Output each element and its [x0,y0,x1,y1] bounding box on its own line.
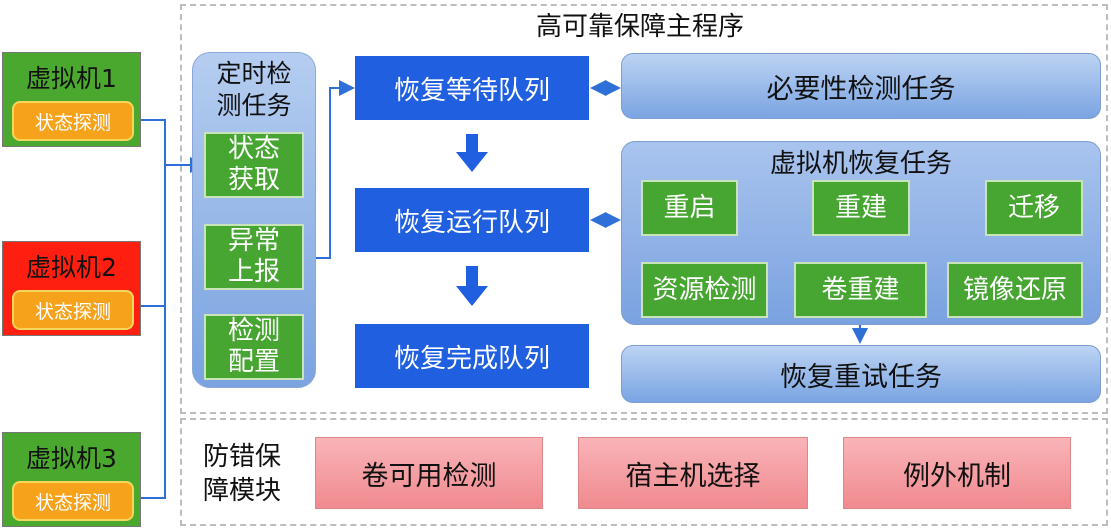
box-line: 异常 [227,226,280,256]
recovery-running-queue: 恢复运行队列 [355,188,589,252]
recovery-waiting-queue: 恢复等待队列 [355,56,589,120]
host-selection: 宿主机选择 [578,437,808,509]
rebuild-step: 重建 [812,180,910,236]
guard-title-line: 障模块 [202,476,281,506]
guard-module-frame [180,418,1108,526]
volume-availability-check: 卷可用检测 [315,437,543,509]
detection-config-box: 检测 配置 [204,314,304,380]
restart-step: 重启 [641,180,738,236]
main-program-title: 高可靠保障主程序 [535,11,744,42]
box-line: 上报 [227,257,280,287]
vm-recovery-task-title: 虚拟机恢复任务 [769,149,952,179]
box-line: 检测 [227,316,280,346]
vm-3: 虚拟机3 状态探测 [2,432,141,527]
timer-title-line: 定时检 [216,59,292,88]
status-fetch-box: 状态 获取 [204,132,304,198]
box-line: 配置 [227,347,280,377]
box-line: 获取 [227,165,280,195]
vm-title: 虚拟机1 [26,64,117,93]
down-arrow-icon [456,266,488,306]
recovery-complete-queue: 恢复完成队列 [355,324,589,388]
timer-detection-title: 定时检 测任务 [196,58,312,122]
guard-module-title: 防错保 障模块 [192,440,292,508]
volume-rebuild-op: 卷重建 [794,262,927,318]
guard-title-line: 防错保 [202,442,281,472]
vm-2: 虚拟机2 状态探测 [2,241,141,336]
exception-mechanism: 例外机制 [843,437,1071,509]
necessity-check-task: 必要性检测任务 [621,53,1101,119]
main-program-frame [180,4,1108,414]
image-restore-op: 镜像还原 [947,262,1083,318]
box-line: 状态 [227,134,280,164]
anomaly-report-box: 异常 上报 [204,224,304,290]
vm-1: 虚拟机1 状态探测 [2,52,141,147]
state-probe: 状态探测 [12,481,134,521]
state-probe: 状态探测 [12,101,134,141]
migrate-step: 迁移 [985,180,1083,236]
recovery-retry-task: 恢复重试任务 [621,345,1101,403]
down-arrow-icon [456,134,488,172]
vm-title: 虚拟机3 [26,444,117,473]
state-probe: 状态探测 [12,290,134,330]
resource-check-op: 资源检测 [641,262,768,318]
timer-title-line: 测任务 [216,91,292,120]
vm-title: 虚拟机2 [26,253,117,282]
